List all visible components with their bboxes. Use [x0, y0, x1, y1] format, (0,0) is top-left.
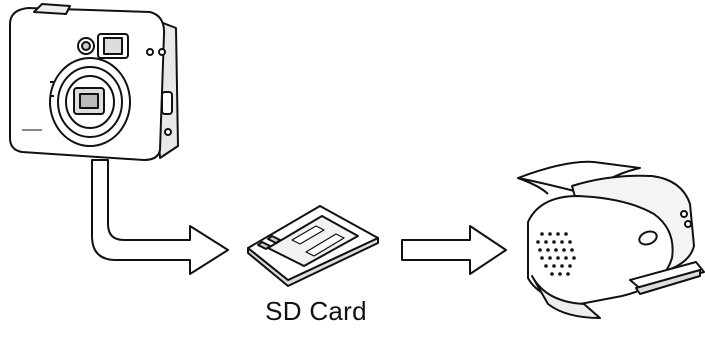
- right-arrow-icon: [402, 226, 506, 274]
- elbow-arrow-icon: [92, 160, 228, 274]
- sd-card-label: SD Card: [265, 296, 367, 326]
- printer-icon: [518, 162, 704, 318]
- sd-card-icon: [248, 206, 378, 286]
- digital-camera-icon: [10, 4, 178, 160]
